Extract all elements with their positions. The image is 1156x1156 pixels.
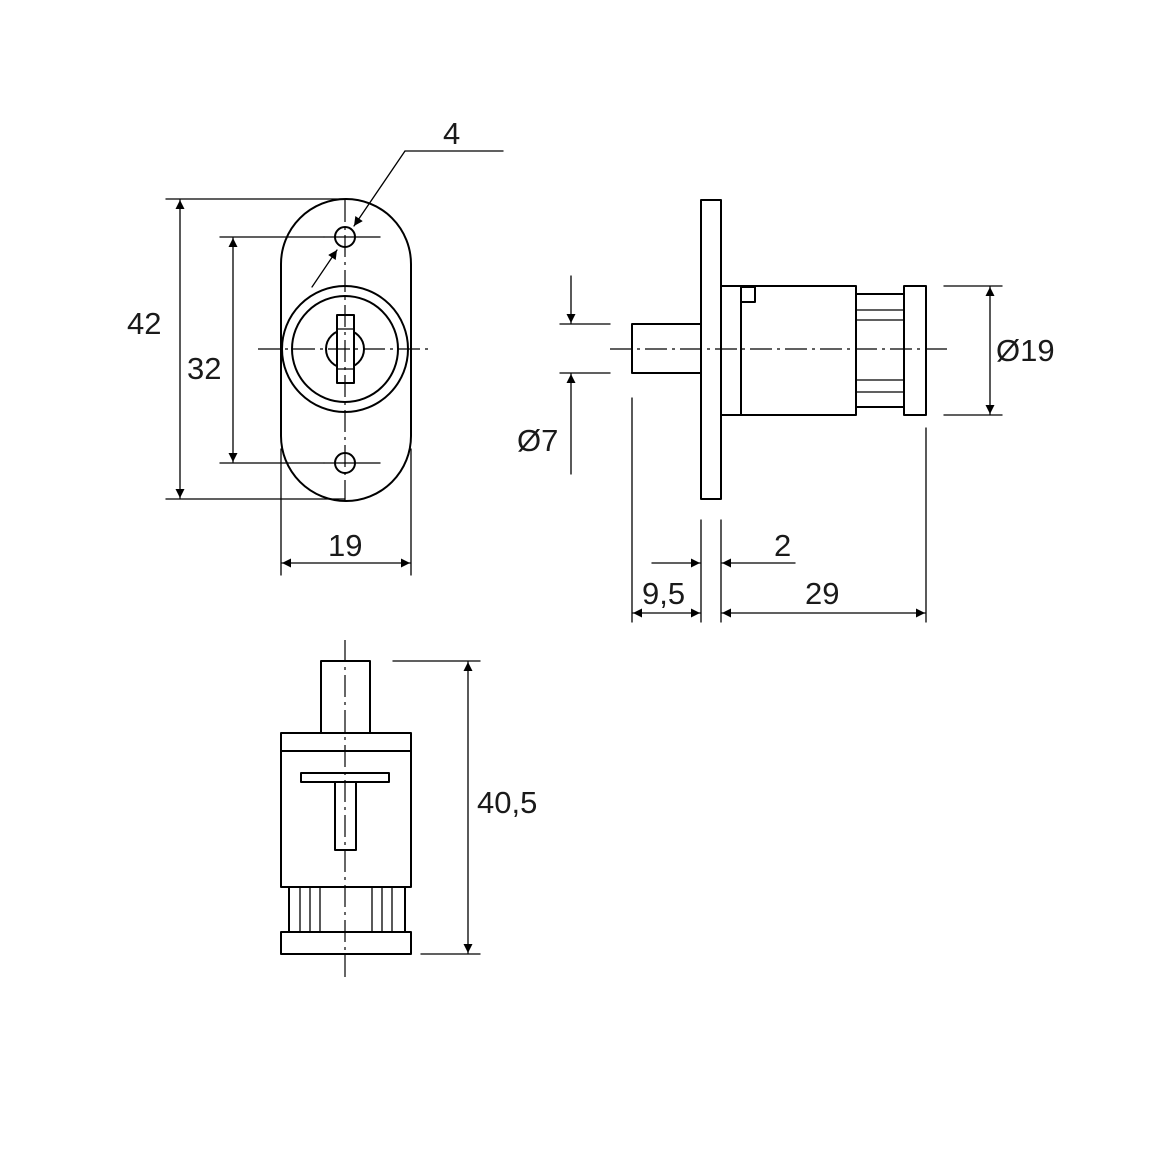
dim-body-diameter: Ø19 <box>996 333 1055 368</box>
side-view: Ø7 Ø19 9,5 2 29 <box>517 199 1055 623</box>
dim-body-length: 29 <box>805 576 839 611</box>
front-view: 42 32 19 4 <box>127 116 504 576</box>
bottom-ribbed-collar <box>288 886 406 933</box>
ribbed-collar <box>855 293 905 408</box>
dim-hole-spacing: 32 <box>187 351 221 386</box>
dim-overall-height: 42 <box>127 306 161 341</box>
dim-total-length: 40,5 <box>477 785 537 820</box>
cylinder-head <box>903 285 927 416</box>
dim-pin-length: 9,5 <box>642 576 685 611</box>
dim-width: 19 <box>328 528 362 563</box>
hole-leader-line <box>353 150 406 227</box>
bottom-view: 40,5 <box>280 640 537 980</box>
dim-flange-thickness: 2 <box>774 528 791 563</box>
faceplate-outline <box>280 198 412 502</box>
bottom-head <box>280 931 412 955</box>
dim-hole-diameter: 4 <box>443 116 460 151</box>
body-notch <box>740 286 756 303</box>
dim-pin-diameter: Ø7 <box>517 423 558 458</box>
